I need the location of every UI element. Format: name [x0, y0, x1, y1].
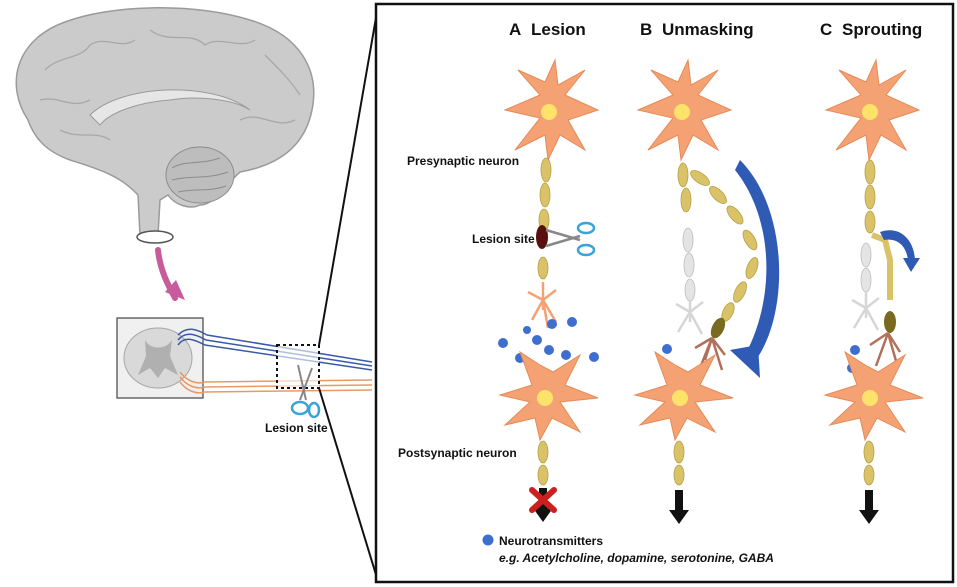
pink-down-arrow — [155, 247, 185, 301]
unmasking-arrow — [735, 160, 780, 365]
neurotransmitters-a — [498, 317, 599, 363]
postsynaptic-neuron-label: Postsynaptic neuron — [398, 446, 517, 460]
panel-c-title: Sprouting — [842, 20, 922, 39]
legend: Neurotransmitters e.g. Acetylcholine, do… — [482, 534, 774, 565]
blocked-x-icon — [529, 487, 557, 513]
overview-lesion-site-label: Lesion site — [265, 421, 328, 435]
scissors-icon-a — [545, 221, 596, 257]
panel-lesion-site-label: Lesion site — [472, 232, 535, 246]
output-arrow-c — [859, 490, 879, 524]
zoom-line-top — [318, 11, 378, 346]
scissors-icon — [290, 364, 321, 419]
panel-c-sprouting — [823, 58, 924, 524]
legend-title: Neurotransmitters — [499, 534, 603, 548]
spinal-tracts — [177, 328, 373, 394]
panel-a-letter: A — [509, 20, 521, 39]
zoom-line-bottom — [318, 387, 378, 579]
sprouting-arrow — [880, 230, 915, 262]
neurotransmitter-legend-dot — [482, 534, 494, 546]
panel-b-unmasking — [633, 58, 780, 524]
legend-examples: e.g. Acetylcholine, dopamine, serotonine… — [499, 551, 774, 565]
panel-b-letter: B — [640, 20, 652, 39]
output-arrow-b — [669, 490, 689, 524]
panel-a-lesion — [498, 58, 600, 522]
presynaptic-neuron-label: Presynaptic neuron — [407, 154, 519, 168]
panel-a-title: Lesion — [531, 20, 586, 39]
brain-illustration — [15, 7, 315, 244]
panel-b-title: Unmasking — [662, 20, 754, 39]
panel-c-letter: C — [820, 20, 832, 39]
lesion-mark — [536, 225, 548, 249]
spinal-cord-section — [116, 317, 204, 399]
